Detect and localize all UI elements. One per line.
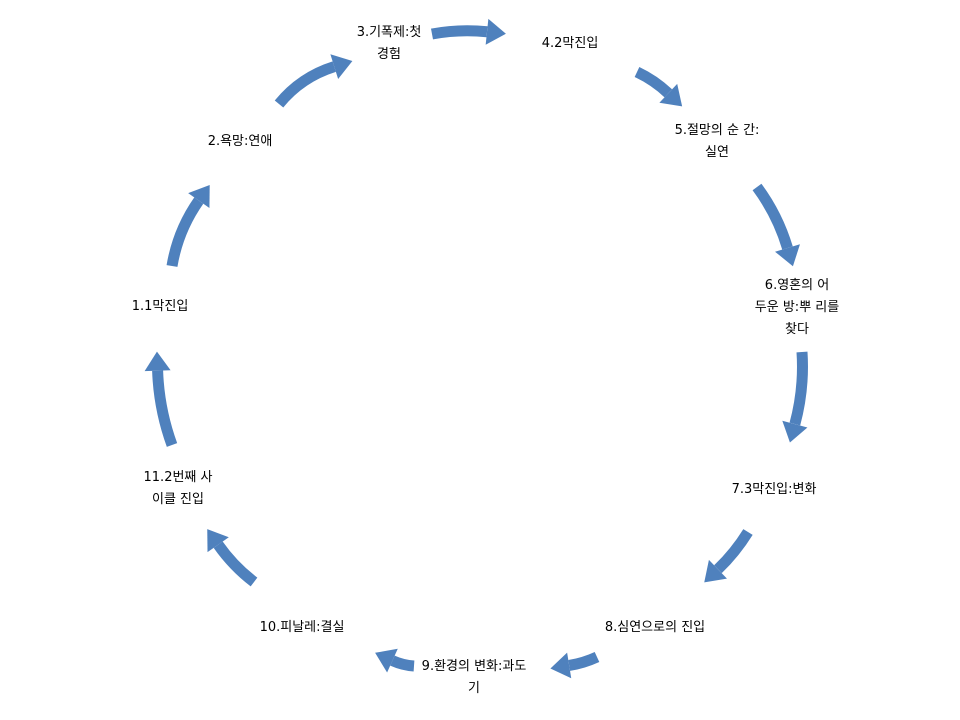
cycle-arrow-10 [207,529,258,587]
cycle-arrow-head [704,559,727,583]
cycle-arrow-9 [375,648,415,673]
cycle-arrow-head [550,652,572,679]
cycle-arrow-shaft [714,529,753,574]
cycle-arrow-5 [752,183,800,267]
cycle-arrow-head [375,648,398,673]
cycle-arrow-head [782,420,808,443]
cycle-arrow-head [485,18,506,45]
cycle-arrow-head [207,529,229,553]
step-label-3: 3.기폭제:첫 경험 [356,25,422,62]
cycle-arrow-shaft [152,370,178,447]
cycle-arrow-head [330,54,353,80]
cycle-arrow-shaft [568,651,600,671]
cycle-arrow-shaft [752,183,793,250]
cycle-arrow-shaft [789,351,808,426]
cycle-arrow-head [775,244,800,267]
cycle-arrow-head [188,185,210,209]
cycle-arrow-6 [782,351,808,443]
cycle-arrow-4 [634,67,683,107]
cycle-arrow-7 [704,529,753,583]
step-label-9: 9.환경의 변화:과도 기 [421,659,527,696]
step-label-4: 4.2막진입 [541,36,599,51]
step-label-11: 11.2번째 사 이클 진입 [143,470,213,507]
cycle-arrow-shaft [634,67,673,98]
step-label-6: 6.영혼의 어 두운 방:뿌 리를 찾다 [754,278,840,337]
step-label-7: 7.3막진입:변화 [731,482,817,497]
cycle-arrow-8 [550,651,600,679]
step-label-2: 2.욕망:연애 [207,134,273,149]
step-label-5: 5.절망의 순 간:실연 [674,123,760,160]
cycle-arrow-shaft [213,541,258,587]
cycle-arrow-head [659,83,683,107]
cycle-arrow-head [144,351,171,372]
cycle-arrow-shaft [274,61,336,108]
cycle-arrow-11 [144,351,178,447]
step-label-1: 1.1막진입 [131,299,189,314]
cycle-arrow-shaft [166,197,204,267]
cycle-arrow-2 [274,54,353,108]
cycle-arrow-3 [430,18,506,45]
cycle-arrow-shaft [430,25,488,40]
step-label-8: 8.심연으로의 진입 [604,620,706,635]
cycle-arrow-1 [166,185,210,267]
cycle-arrow-shaft [390,655,415,672]
step-label-10: 10.피날레:결실 [259,620,345,635]
